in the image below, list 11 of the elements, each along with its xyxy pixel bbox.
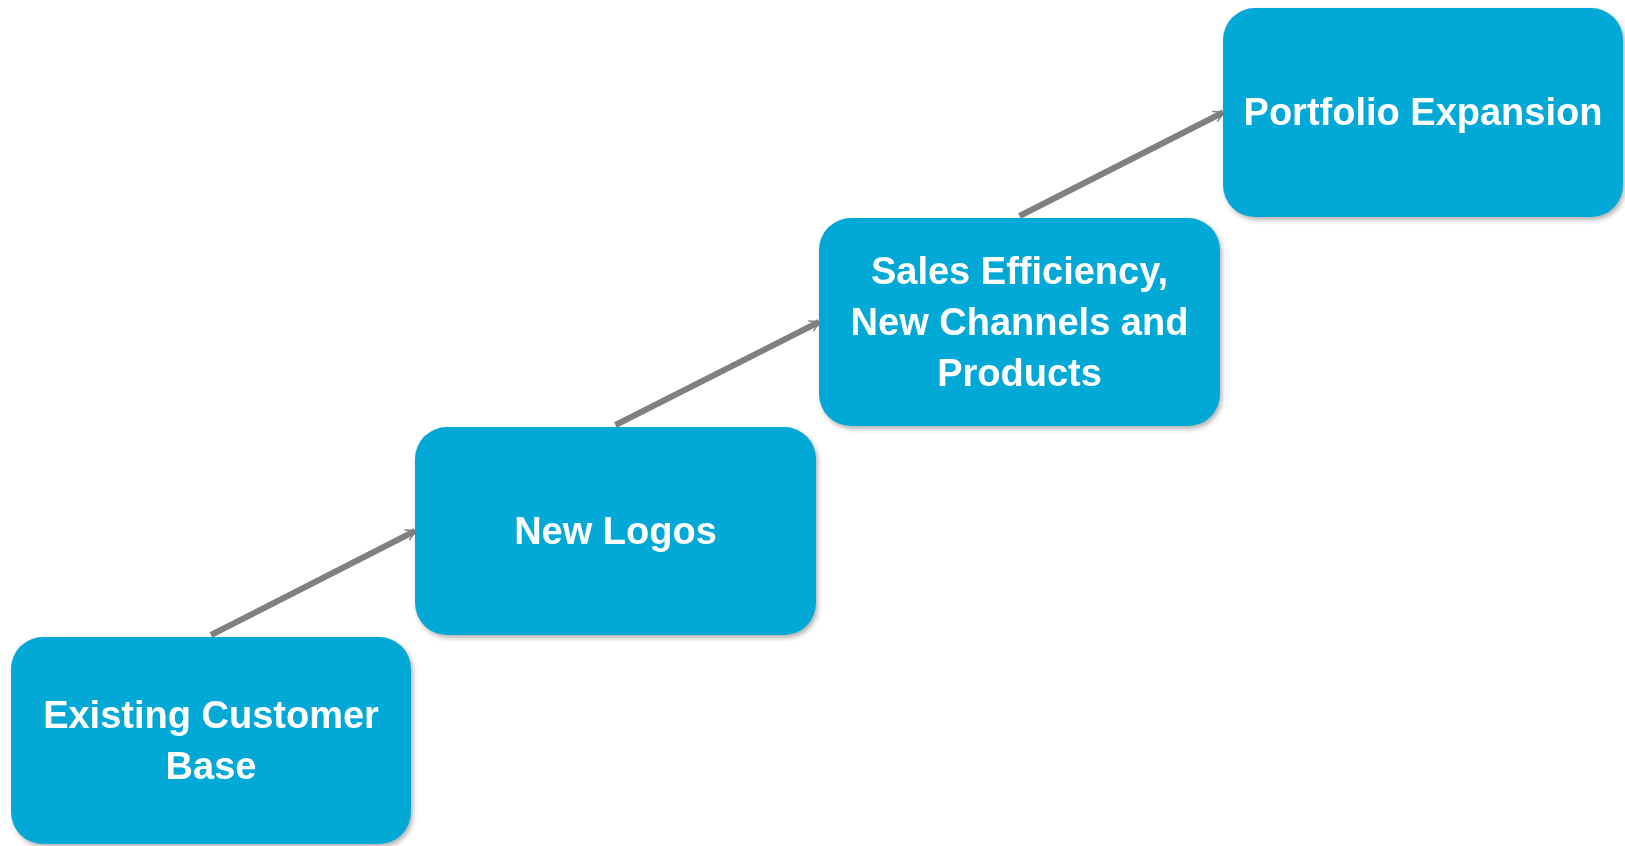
step-label: Sales Efficiency, New Channels and Products	[849, 248, 1190, 396]
step-box	[11, 637, 411, 844]
arrow	[209, 528, 417, 638]
step-label: Existing Customer Base	[42, 692, 380, 789]
step-box	[819, 218, 1220, 426]
arrow	[1018, 109, 1225, 219]
step-label: New Logos	[514, 508, 717, 554]
step-label: Portfolio Expansion	[1243, 90, 1603, 135]
step-box	[1223, 8, 1623, 217]
step-box	[415, 427, 816, 635]
arrow	[614, 319, 821, 428]
